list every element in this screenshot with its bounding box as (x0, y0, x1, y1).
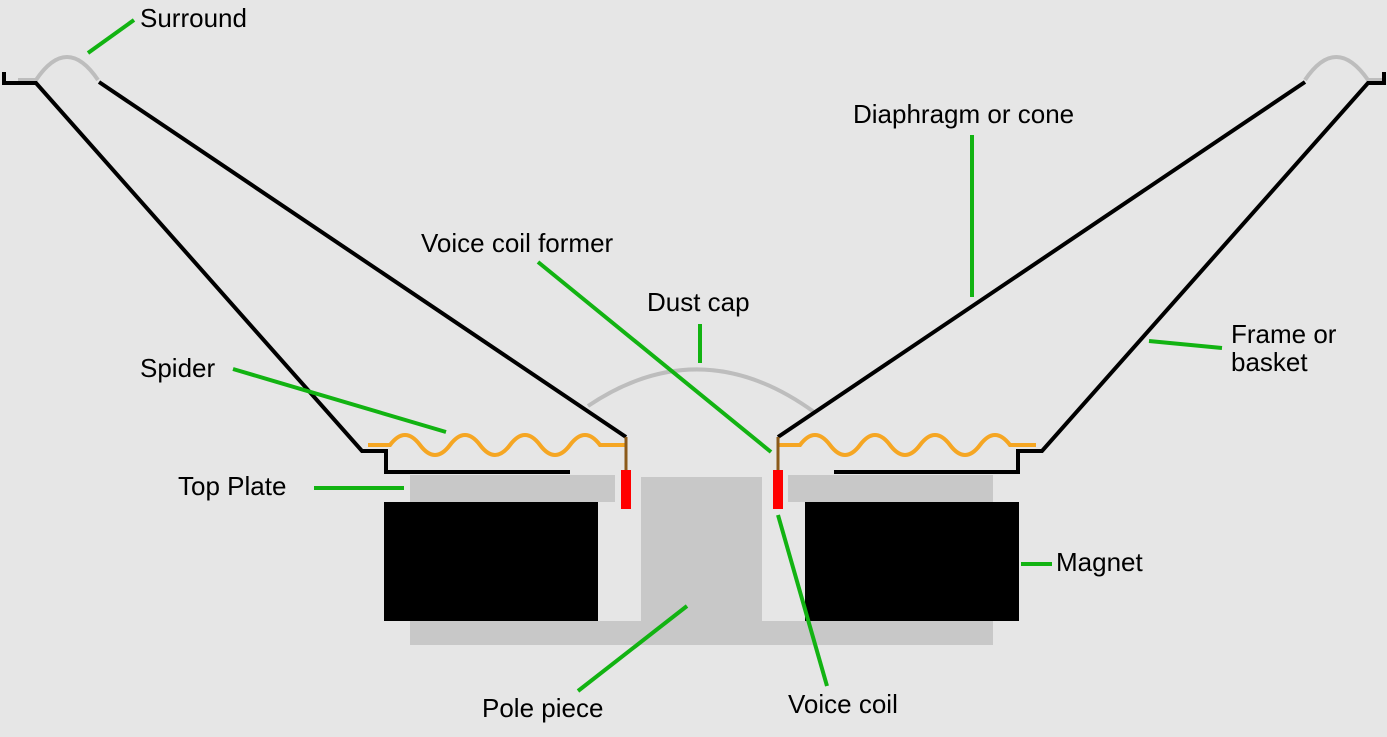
top-plate-right (788, 475, 993, 502)
leader-spider (232, 367, 447, 434)
spider-right (778, 433, 1036, 457)
leader-surround (86, 18, 136, 55)
label-voice-coil: Voice coil (788, 689, 898, 719)
label-surround: Surround (140, 3, 247, 33)
label-frame-line1: Frame or (1231, 319, 1337, 349)
label-voice-coil-former: Voice coil former (421, 228, 614, 258)
top-plate-left (410, 475, 615, 502)
pole-piece-assembly (410, 477, 993, 645)
diaphragm-cone (97, 80, 1307, 439)
voice-coil-left (621, 470, 631, 509)
label-frame-line2: basket (1231, 347, 1308, 377)
frame-right (834, 72, 1386, 474)
pole-piece (641, 477, 762, 627)
label-spider: Spider (140, 353, 215, 383)
leader-lines (86, 18, 1223, 693)
leader-voice-coil (776, 514, 829, 687)
label-dust-cap: Dust cap (647, 287, 750, 317)
magnet-left (384, 502, 598, 621)
magnet-right (805, 502, 1019, 621)
surround-left (18, 55, 100, 82)
frame-basket (2, 72, 1386, 474)
leader-voice-coil-former (536, 260, 773, 454)
label-top-plate: Top Plate (178, 471, 286, 501)
label-diaphragm: Diaphragm or cone (853, 99, 1074, 129)
cone-left (97, 80, 628, 439)
cone-right (776, 80, 1307, 439)
frame-left (2, 72, 570, 474)
surround-right (1303, 55, 1383, 82)
spider-left (368, 433, 626, 457)
leader-frame (1148, 339, 1223, 350)
dust-cap (586, 367, 816, 414)
label-magnet: Magnet (1056, 547, 1143, 577)
voice-coil-right (773, 470, 783, 509)
label-pole-piece: Pole piece (482, 693, 603, 723)
leader-pole-piece (576, 604, 689, 693)
